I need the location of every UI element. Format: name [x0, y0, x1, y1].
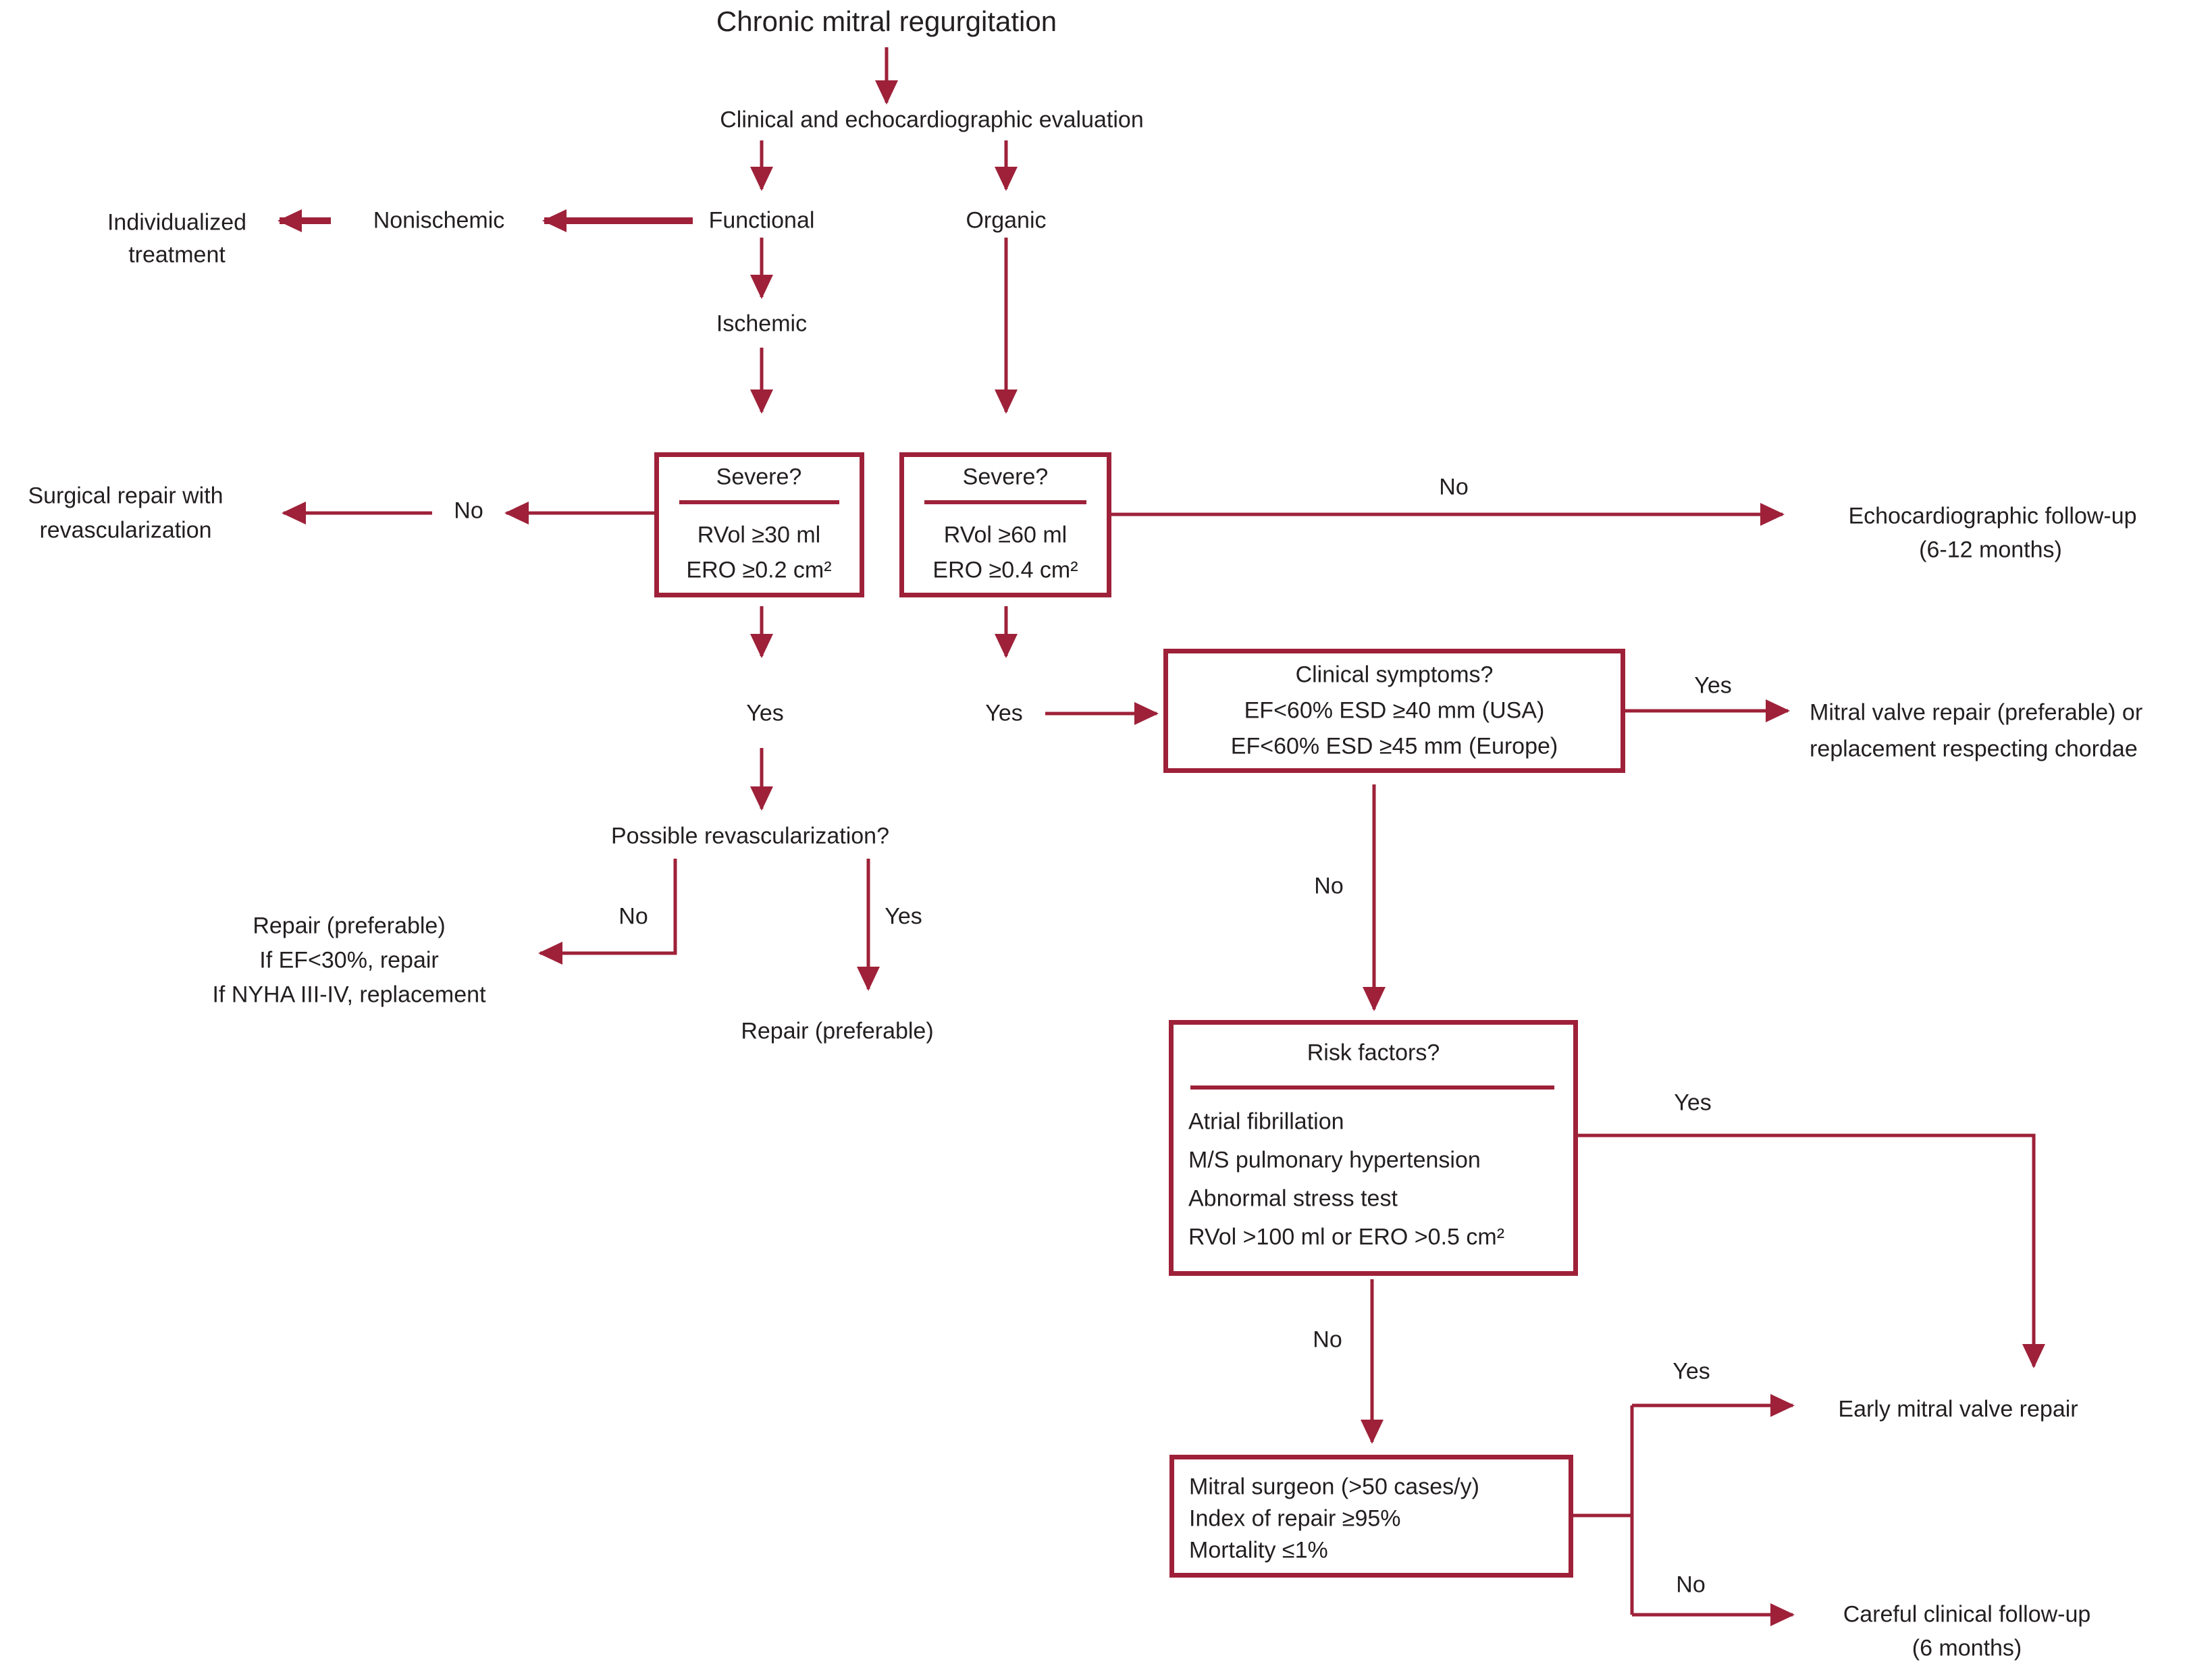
- early-repair-label: Early mitral valve repair: [1838, 1396, 2078, 1422]
- label-ischemic: Ischemic: [716, 311, 808, 337]
- severe-organic-divider: [924, 500, 1086, 504]
- label-yes-risk: Yes: [1674, 1090, 1712, 1116]
- mitral-valve-repair-line2: replacement respecting chordae: [1810, 736, 2138, 762]
- risk-factor-item-rvol-ero: RVol >100 ml or ERO >0.5 cm²: [1188, 1224, 1505, 1250]
- repair-no-line3: If NYHA III-IV, replacement: [212, 982, 486, 1008]
- severe-functional-box: Severe? RVol ≥30 ml ERO ≥0.2 cm²: [654, 452, 864, 597]
- risk-factors-box: Risk factors? Atrial fibrillation M/S pu…: [1169, 1020, 1578, 1276]
- mitral-surgeon-line2: Index of repair ≥95%: [1189, 1505, 1401, 1532]
- label-functional: Functional: [708, 207, 815, 234]
- label-no-surgeon: No: [1676, 1572, 1706, 1598]
- individualized-treatment-line2: treatment: [128, 242, 226, 268]
- mitral-valve-repair-line1: Mitral valve repair (preferable) or: [1810, 699, 2143, 726]
- risk-factor-item-pulm-htn: M/S pulmonary hypertension: [1188, 1147, 1481, 1173]
- clinical-symptoms-title: Clinical symptoms?: [1295, 662, 1494, 688]
- arrow-risk-factors-yes: [1578, 1133, 2045, 1368]
- clinical-symptoms-criterion-usa: EF<60% ESD ≥40 mm (USA): [1244, 697, 1545, 724]
- risk-factor-item-afib: Atrial fibrillation: [1188, 1108, 1344, 1135]
- risk-factors-divider: [1190, 1085, 1554, 1090]
- clinical-symptoms-box: Clinical symptoms? EF<60% ESD ≥40 mm (US…: [1163, 649, 1625, 773]
- severe-functional-divider: [679, 500, 839, 504]
- mitral-surgeon-line3: Mortality ≤1%: [1189, 1537, 1328, 1563]
- label-yes-symptoms: Yes: [1694, 672, 1732, 699]
- page-title: Chronic mitral regurgitation: [716, 5, 1057, 37]
- label-yes-severe-functional: Yes: [746, 700, 784, 726]
- label-yes-severe-organic: Yes: [985, 700, 1023, 726]
- label-no-severe-organic: No: [1439, 474, 1469, 500]
- label-no-risk: No: [1313, 1326, 1342, 1353]
- clinical-symptoms-criterion-europe: EF<60% ESD ≥45 mm (Europe): [1230, 733, 1558, 759]
- label-yes-revasc: Yes: [885, 903, 922, 930]
- individualized-treatment-line1: Individualized: [107, 209, 247, 236]
- repair-no-line2: If EF<30%, repair: [259, 947, 439, 973]
- evaluation-label: Clinical and echocardiographic evaluatio…: [720, 107, 1144, 133]
- risk-factors-title: Risk factors?: [1307, 1040, 1440, 1066]
- echo-followup-line2: (6-12 months): [1919, 537, 2062, 563]
- possible-revasc-question: Possible revascularization?: [611, 823, 889, 849]
- label-yes-surgeon: Yes: [1673, 1358, 1710, 1385]
- severe-organic-criterion-ero: ERO ≥0.4 cm²: [932, 557, 1078, 583]
- mitral-surgeon-line1: Mitral surgeon (>50 cases/y): [1189, 1474, 1479, 1500]
- repair-yes-label: Repair (preferable): [741, 1018, 934, 1044]
- label-no-revasc: No: [618, 903, 648, 930]
- careful-followup-line2: (6 months): [1912, 1635, 2022, 1661]
- echo-followup-line1: Echocardiographic follow-up: [1848, 503, 2137, 529]
- severe-organic-box: Severe? RVol ≥60 ml ERO ≥0.4 cm²: [899, 452, 1111, 597]
- severe-functional-criterion-rvol: RVol ≥30 ml: [697, 522, 821, 548]
- repair-no-line1: Repair (preferable): [253, 913, 446, 939]
- severe-organic-title: Severe?: [962, 464, 1049, 490]
- arrow-possible-revasc-no: [538, 859, 677, 965]
- surgical-repair-line2: revascularization: [39, 517, 212, 543]
- careful-followup-line1: Careful clinical follow-up: [1843, 1601, 2091, 1628]
- label-no-severe-functional: No: [454, 498, 483, 524]
- mitral-surgeon-box: Mitral surgeon (>50 cases/y) Index of re…: [1169, 1455, 1573, 1578]
- risk-factor-item-stress-test: Abnormal stress test: [1188, 1185, 1398, 1212]
- severe-functional-title: Severe?: [716, 464, 802, 490]
- label-nonischemic: Nonischemic: [373, 207, 505, 234]
- surgical-repair-line1: Surgical repair with: [28, 483, 223, 509]
- severe-functional-criterion-ero: ERO ≥0.2 cm²: [686, 557, 832, 583]
- severe-organic-criterion-rvol: RVol ≥60 ml: [943, 522, 1068, 548]
- label-organic: Organic: [966, 207, 1047, 234]
- label-no-symptoms: No: [1314, 873, 1344, 899]
